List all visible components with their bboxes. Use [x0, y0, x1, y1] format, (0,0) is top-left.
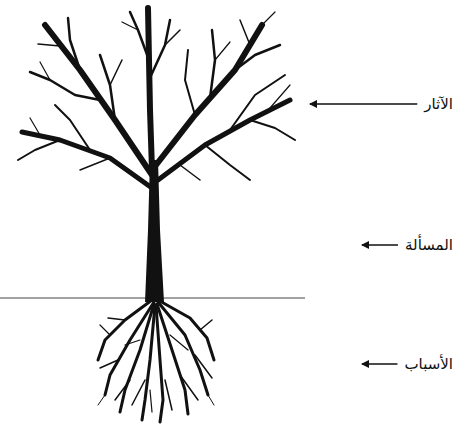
part-label: المسألة	[404, 236, 454, 254]
leader-arrow	[362, 363, 397, 364]
leader-arrow	[362, 244, 398, 245]
part-label: الأسباب	[403, 355, 454, 373]
leader-arrow	[310, 103, 417, 104]
tree-trunk	[145, 160, 164, 302]
part-label: الآثار	[423, 95, 454, 113]
tree-roots	[98, 300, 214, 422]
